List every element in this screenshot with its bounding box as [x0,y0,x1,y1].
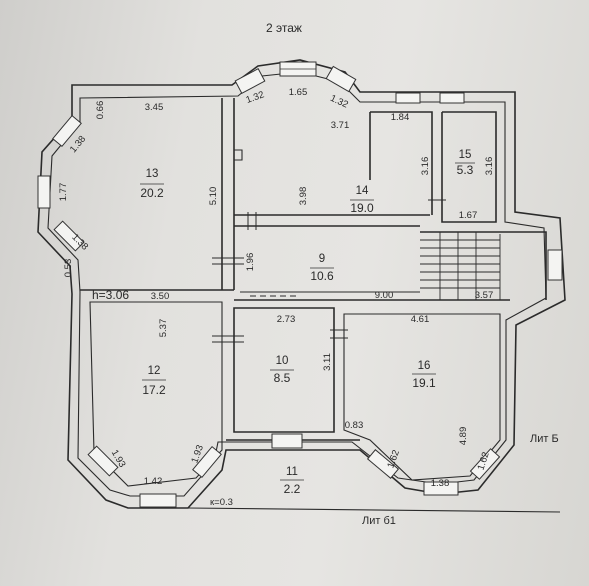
dim-1-32-a: 1.32 [245,89,266,106]
dim-1-42: 1.42 [144,476,163,487]
room-12-area: 17.2 [142,383,166,397]
dim-0-53: 0.53 [63,259,74,278]
windows [37,61,563,508]
dim-1-32-b: 1.32 [328,93,349,111]
room-14-number: 14 [356,185,369,197]
room-10-wall [233,307,335,433]
window-10-bottom [271,433,303,449]
window-13-b [37,175,51,209]
dim-0-66: 0.66 [95,101,106,120]
dim-1-38-c: 1.38 [431,478,450,489]
height-label: h=3.06 [92,288,129,302]
room-16-number: 16 [418,360,431,372]
dim-5-10: 5.10 [208,187,219,206]
dim-3-57: 3.57 [475,290,494,301]
dim-4-89: 4.89 [458,427,469,446]
dim-1-77: 1.77 [58,183,69,202]
dim-1-96: 1.96 [245,253,256,272]
dim-3-16-b: 3.16 [484,157,495,176]
dimension-labels: 3.45 0.66 1.38 1.77 1.38 0.53 5.10 1.32 … [58,87,495,508]
room-12-number: 12 [148,365,161,377]
baseline [187,507,561,513]
room-labels: 13 20.2 14 19.0 15 5.3 9 10.6 12 17.2 10… [140,149,475,496]
dim-2-73: 2.73 [277,314,296,325]
dim-1-65: 1.65 [289,87,308,98]
dim-3-50: 3.50 [151,291,170,302]
stair-box [420,231,547,300]
dim-4-61: 4.61 [411,314,430,325]
room-9-area: 10.6 [310,269,334,283]
window-12-c [192,445,222,479]
dim-0-83: 0.83 [345,420,364,431]
room-14-area: 19.0 [350,201,374,215]
window-14-left [234,68,266,94]
dim-1-62-a: 1.62 [385,449,402,470]
inner-wall [47,71,547,497]
k-label: к=0.3 [210,497,233,508]
room-10-area: 8.5 [274,371,291,385]
dim-3-71: 3.71 [331,120,350,131]
window-13-c [53,220,85,252]
dim-3-45: 3.45 [145,102,164,113]
room-9-number: 9 [319,253,325,265]
room-13-area: 20.2 [140,186,164,200]
doors [212,199,446,343]
dim-1-62-b: 1.62 [476,451,492,472]
wall-15 [441,111,497,223]
dim-3-98: 3.98 [298,187,309,206]
wall-14-15 [369,111,433,215]
stairs [420,232,501,300]
room-16-area: 19.1 [412,376,436,390]
window-12-a [87,445,119,477]
dim-1-67: 1.67 [459,210,478,221]
room-15-number: 15 [459,149,472,161]
window-16-c [469,448,501,480]
floor-title: 2 этаж [266,21,302,35]
dim-1-38-a: 1.38 [68,134,88,155]
room-16-inner [343,313,501,481]
lit-b1-label: Лит б1 [362,515,396,527]
room-11-area: 2.2 [284,482,301,496]
wall-notch [234,149,243,161]
dim-3-11: 3.11 [322,353,333,371]
room-15-area: 5.3 [457,163,474,177]
room-11-number: 11 [286,466,298,478]
window-14-top [395,92,421,104]
window-stair [547,249,563,281]
room-13-number: 13 [146,168,159,180]
window-15-top [439,92,465,104]
dim-5-37: 5.37 [158,319,169,338]
lit-b-label: Лит Б [530,433,559,445]
room-10-number: 10 [276,355,289,367]
window-14-right [325,65,357,93]
dim-9-00: 9.00 [375,290,394,301]
window-13-a [52,114,82,148]
window-16-a [366,449,400,479]
window-16-b [423,481,459,496]
dim-3-16-a: 3.16 [420,157,431,176]
window-12-b [139,493,177,508]
dim-1-84: 1.84 [391,112,410,123]
